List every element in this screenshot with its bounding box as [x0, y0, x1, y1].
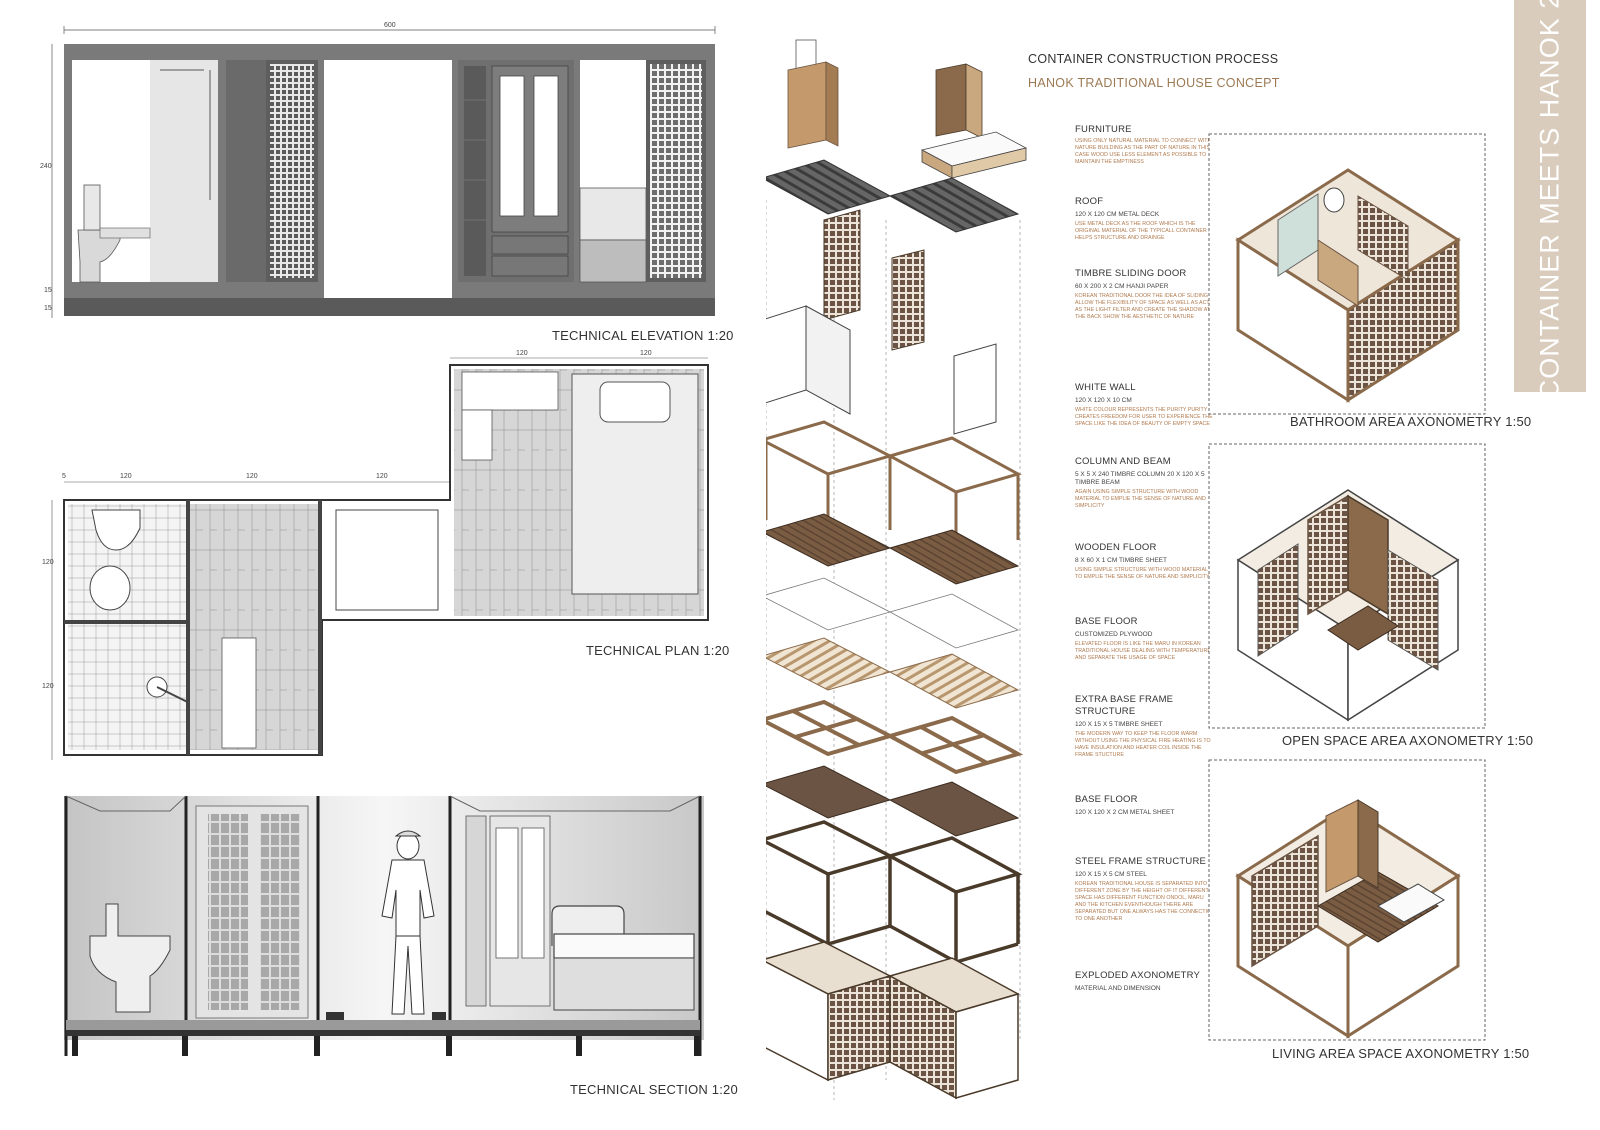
legend-item: WHITE WALL 120 X 120 X 10 CM WHITE COLOU… — [1075, 382, 1213, 427]
axo-furniture — [787, 39, 1028, 179]
plan-dim-b: 120 — [246, 473, 258, 480]
elev-dim-height: 240 — [40, 163, 52, 170]
plan-dim-w: 5 — [62, 473, 66, 480]
legend-item: BASE FLOOR 120 X 120 X 2 CM METAL SHEET — [1075, 794, 1175, 816]
technical-section-drawing — [64, 795, 704, 1056]
legend-item: BASE FLOOR CUSTOMIZED PLYWOOD ELEVATED F… — [1075, 616, 1211, 661]
plan-dim-a: 120 — [120, 473, 132, 480]
technical-plan-drawing: 5 120 120 120 120 120 120 120 — [42, 350, 709, 760]
legend-item: TIMBRE SLIDING DOOR 60 X 200 X 2 CM HANJ… — [1075, 268, 1214, 320]
open-space-axonometry-drawing — [1208, 443, 1486, 729]
svg-text:120: 120 — [516, 350, 528, 357]
caption-open-space-axonometry: OPEN SPACE AREA AXONOMETRY 1:50 — [1282, 733, 1534, 748]
legend-item: ROOF 120 X 120 CM METAL DECK USE METAL D… — [1075, 196, 1213, 241]
elev-dim-base2: 15 — [44, 305, 52, 312]
svg-text:120: 120 — [640, 350, 652, 357]
legend-item: EXTRA BASE FRAME STRUCTURE 120 X 15 X 5 … — [1075, 694, 1211, 758]
legend-item: EXPLODED AXONOMETRY MATERIAL AND DIMENSI… — [1075, 970, 1201, 992]
process-subtitle: HANOK TRADITIONAL HOUSE CONCEPT — [1028, 76, 1280, 90]
legend-item: COLUMN AND BEAM 5 X 5 X 240 TIMBRE COLUM… — [1075, 456, 1206, 509]
technical-elevation-drawing: 600 240 15 15 — [40, 22, 716, 318]
plan-dim-c: 120 — [376, 473, 388, 480]
svg-text:120: 120 — [42, 683, 54, 690]
caption-bathroom-axonometry: BATHROOM AREA AXONOMETRY 1:50 — [1290, 414, 1532, 429]
banner-title: CONTAINER MEETS HANOK 2 — [1534, 0, 1565, 400]
legend-item: FURNITURE USING ONLY NATURAL MATERIAL TO… — [1075, 124, 1212, 165]
title-banner: CONTAINER MEETS HANOK 2 — [1514, 0, 1586, 399]
svg-text:120: 120 — [42, 559, 54, 566]
caption-technical-section: TECHNICAL SECTION 1:20 — [570, 1082, 738, 1097]
elev-dim-width: 600 — [384, 22, 396, 29]
legend-item: WOODEN FLOOR 8 X 60 X 1 CM TIMBRE SHEET … — [1075, 542, 1210, 580]
living-area-axonometry-drawing — [1208, 759, 1486, 1041]
bathroom-axonometry-drawing — [1208, 133, 1486, 415]
legend-item: STEEL FRAME STRUCTURE 120 X 15 X 5 CM ST… — [1075, 856, 1215, 922]
elev-dim-base1: 15 — [44, 287, 52, 294]
process-title: CONTAINER CONSTRUCTION PROCESS — [1028, 52, 1279, 66]
scale-figure — [381, 830, 435, 1015]
caption-technical-plan: TECHNICAL PLAN 1:20 — [586, 643, 730, 658]
caption-living-area-axonometry: LIVING AREA SPACE AXONOMETRY 1:50 — [1272, 1046, 1530, 1061]
caption-technical-elevation: TECHNICAL ELEVATION 1:20 — [552, 328, 734, 343]
exploded-axonometry-drawing — [766, 39, 1028, 1100]
